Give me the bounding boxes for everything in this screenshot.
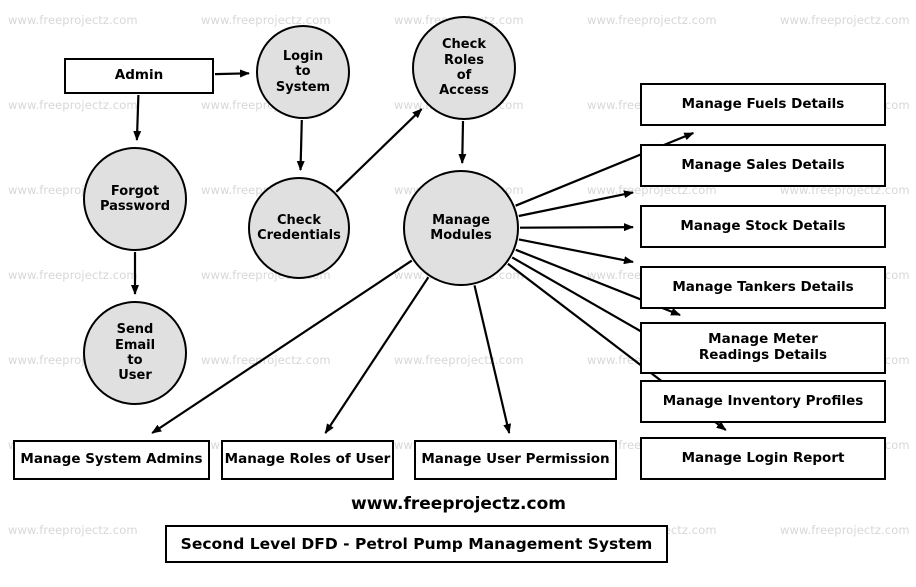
- entity-admin-label: Admin: [114, 67, 164, 84]
- module-manage-stock-details[interactable]: Manage Stock Details: [640, 205, 886, 248]
- module-manage-tankers-details[interactable]: Manage Tankers Details: [640, 266, 886, 309]
- module-manage-stock-details-label: Manage Stock Details: [680, 217, 846, 234]
- module-manage-fuels-details[interactable]: Manage Fuels Details: [640, 83, 886, 126]
- module-manage-roles-of-user-label: Manage Roles of User: [224, 451, 391, 468]
- module-manage-sales-details-label: Manage Sales Details: [681, 156, 845, 173]
- module-manage-inventory-profiles-label: Manage Inventory Profiles: [662, 392, 864, 409]
- module-manage-system-admins[interactable]: Manage System Admins: [13, 440, 210, 480]
- entity-admin[interactable]: Admin: [64, 58, 214, 94]
- module-manage-roles-of-user[interactable]: Manage Roles of User: [221, 440, 394, 480]
- diagram-title-label: Second Level DFD - Petrol Pump Managemen…: [180, 535, 653, 553]
- module-manage-inventory-profiles[interactable]: Manage Inventory Profiles: [640, 380, 886, 423]
- module-manage-login-report-label: Manage Login Report: [681, 449, 845, 466]
- module-manage-system-admins-label: Manage System Admins: [20, 451, 203, 468]
- diagram-title-box: Second Level DFD - Petrol Pump Managemen…: [165, 525, 668, 563]
- module-manage-fuels-details-label: Manage Fuels Details: [681, 95, 845, 112]
- module-manage-login-report[interactable]: Manage Login Report: [640, 437, 886, 480]
- module-manage-user-permission-label: Manage User Permission: [421, 451, 610, 468]
- site-credit: www.freeprojectz.com: [351, 494, 566, 514]
- module-manage-sales-details[interactable]: Manage Sales Details: [640, 144, 886, 187]
- module-manage-user-permission[interactable]: Manage User Permission: [414, 440, 617, 480]
- module-manage-tankers-details-label: Manage Tankers Details: [672, 278, 854, 295]
